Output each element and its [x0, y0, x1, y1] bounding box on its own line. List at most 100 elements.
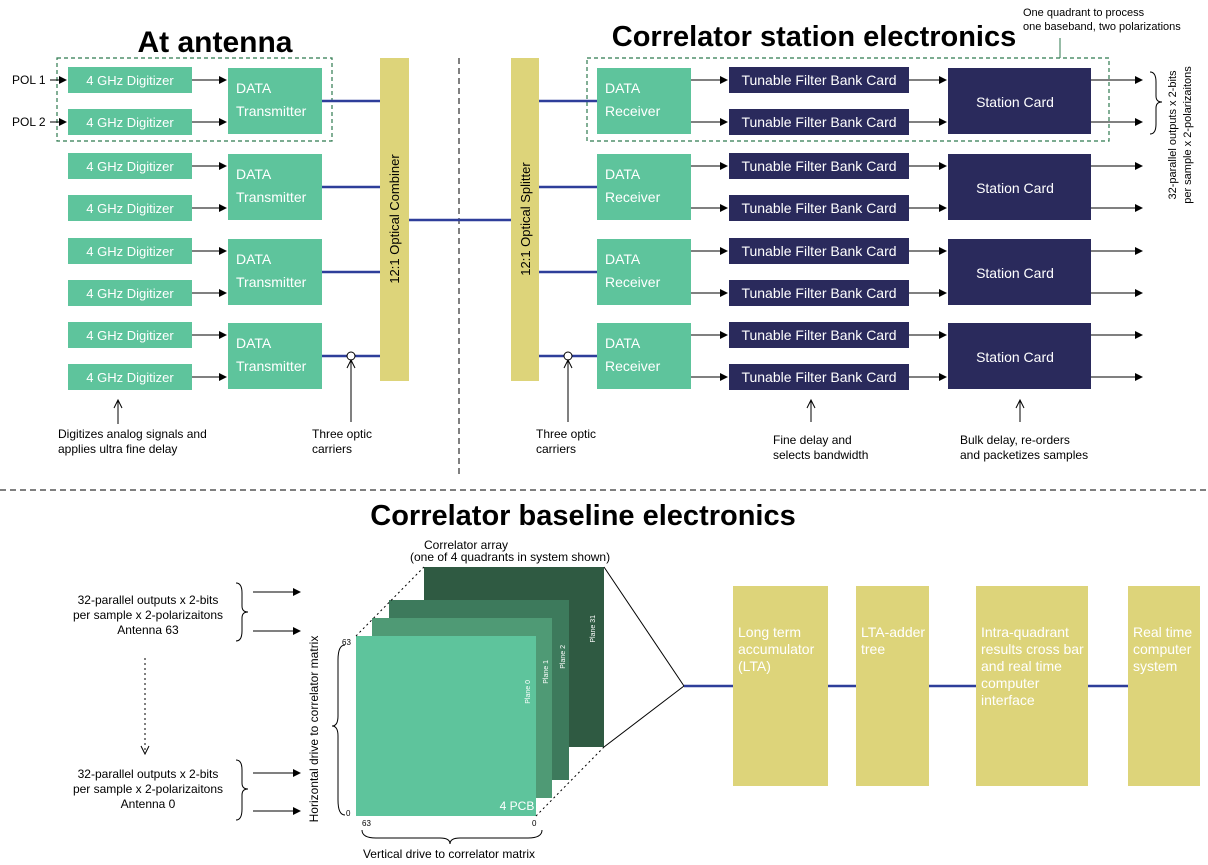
digitizer-label-3-1: 4 GHz Digitizer: [86, 370, 174, 385]
title-station-electronics: Correlator station electronics: [612, 21, 1017, 53]
station-card-label-3: Station Card: [976, 349, 1054, 365]
quadrant-box-antenna: [56, 57, 333, 142]
transmitter-data-label-2: DATA: [236, 251, 272, 267]
filter-bank-2-0: [729, 238, 909, 264]
quadrant-note-line-0: One quadrant to process: [1023, 7, 1145, 19]
digitizer-2-1: [68, 280, 192, 306]
optic-carrier-note-right-line-0: Three optic: [536, 427, 596, 441]
data-transmitter-2: [228, 239, 322, 305]
filter-bank-label-2-0: Tunable Filter Bank Card: [741, 243, 896, 259]
filter-bank-label-2-1: Tunable Filter Bank Card: [741, 285, 896, 301]
correlator-plane-3: [356, 636, 536, 816]
pipeline-stage-0: [733, 586, 828, 786]
data-transmitter-1: [228, 154, 322, 220]
station-card-3: [948, 323, 1091, 389]
optic-carrier-note-left-line-1: carriers: [312, 442, 352, 456]
pipeline-stage-2-line-4: interface: [981, 692, 1035, 708]
digitizer-1-0: [68, 153, 192, 179]
optical-splitter-label: 12:1 Optical Splitter: [518, 162, 533, 276]
output-brace: [1149, 71, 1163, 135]
digitizer-3-1: [68, 364, 192, 390]
digitizer-label-0-0: 4 GHz Digitizer: [86, 73, 174, 88]
tick-left-top: 63: [342, 638, 351, 647]
pipeline-stage-3-line-2: system: [1133, 658, 1177, 674]
plane-label-31: Plane 31: [590, 615, 597, 643]
data-transmitter-3: [228, 323, 322, 389]
filter-bank-label-3-1: Tunable Filter Bank Card: [741, 369, 896, 385]
baseline-input-bottom-line-2: Antenna 0: [121, 797, 176, 811]
filter-bank-1-0: [729, 153, 909, 179]
fine-delay-note-line-0: Fine delay and: [773, 433, 852, 447]
title-baseline-electronics: Correlator baseline electronics: [370, 500, 796, 532]
tick-left-bottom: 0: [346, 809, 351, 818]
digitizes-note-line-1: applies ultra fine delay: [58, 442, 177, 456]
digitizer-0-1: [68, 109, 192, 135]
array-label-1: (one of 4 quadrants in system shown): [410, 550, 610, 564]
digitizes-note-line-0: Digitizes analog signals and: [58, 427, 207, 441]
receiver-data-label-3: DATA: [605, 335, 641, 351]
transmitter-label-0: Transmitter: [236, 103, 307, 119]
pcb-label: 4 PCB: [500, 799, 535, 813]
pipeline-stage-0-line-2: (LTA): [738, 658, 771, 674]
station-card-2: [948, 239, 1091, 305]
filter-bank-label-0-1: Tunable Filter Bank Card: [741, 114, 896, 130]
antenna-ellipsis-arrowhead: [140, 745, 150, 756]
transmitter-data-label-3: DATA: [236, 335, 272, 351]
fine-delay-note-line-1: selects bandwidth: [773, 448, 868, 462]
plane-label-0: Plane 0: [525, 680, 532, 704]
baseline-input-top-line-2: Antenna 63: [117, 623, 179, 637]
filter-bank-0-1: [729, 109, 909, 135]
filter-bank-2-1: [729, 280, 909, 306]
pipeline-stage-2-line-2: and real time: [981, 658, 1062, 674]
plane-perspective-edge-top: [355, 566, 425, 637]
plane-label-2: Plane 2: [560, 645, 567, 669]
station-card-label-0: Station Card: [976, 94, 1054, 110]
digitizer-label-3-0: 4 GHz Digitizer: [86, 328, 174, 343]
fan-line-top: [603, 566, 685, 687]
optic-carrier-note-right-line-1: carriers: [536, 442, 576, 456]
pipeline-stage-3: [1128, 586, 1200, 786]
bulk-delay-arrowhead: [1015, 398, 1025, 409]
pipeline-stage-3-line-1: computer: [1133, 641, 1192, 657]
digitizer-1-1: [68, 195, 192, 221]
filter-bank-3-1: [729, 364, 909, 390]
array-label-0: Correlator array: [424, 538, 508, 552]
baseline-input-bottom-line-1: per sample x 2-polarizaitons: [73, 782, 223, 796]
station-card-1: [948, 154, 1091, 220]
transmitter-label-1: Transmitter: [236, 189, 307, 205]
tick-bottom-right: 0: [532, 819, 537, 828]
station-card-0: [948, 68, 1091, 134]
pipeline-stage-0-line-0: Long term: [738, 624, 801, 640]
optical-splitter: [511, 58, 539, 381]
digitizer-2-0: [68, 238, 192, 264]
bulk-delay-note-line-0: Bulk delay, re-orders: [960, 433, 1070, 447]
filter-bank-1-1: [729, 195, 909, 221]
bulk-delay-note-line-1: and packetizes samples: [960, 448, 1088, 462]
receiver-data-label-1: DATA: [605, 166, 641, 182]
horizontal-drive-brace: [331, 644, 346, 816]
digitizer-label-2-0: 4 GHz Digitizer: [86, 244, 174, 259]
optic-carrier-marker-right: [563, 351, 573, 361]
station-card-label-1: Station Card: [976, 180, 1054, 196]
data-receiver-0: [597, 68, 691, 134]
fine-delay-arrowhead: [806, 398, 816, 409]
filter-bank-0-0: [729, 67, 909, 93]
filter-bank-3-0: [729, 322, 909, 348]
digitizer-label-2-1: 4 GHz Digitizer: [86, 286, 174, 301]
digitizer-label-0-1: 4 GHz Digitizer: [86, 115, 174, 130]
pipeline-stage-0-line-1: accumulator: [738, 641, 815, 657]
pipeline-stage-2-line-0: Intra-quadrant: [981, 624, 1069, 640]
pipeline-stage-2-line-1: results cross bar: [981, 641, 1084, 657]
baseline-input-top-line-1: per sample x 2-polarizaitons: [73, 608, 223, 622]
receiver-data-label-0: DATA: [605, 80, 641, 96]
vertical-drive-brace: [361, 829, 543, 845]
quadrant-box-station: [586, 57, 1110, 142]
data-receiver-2: [597, 239, 691, 305]
data-receiver-3: [597, 323, 691, 389]
outputs-note-vertical-0: 32-parallel outputs x 2-bits: [1167, 70, 1179, 200]
title-at-antenna: At antenna: [137, 26, 292, 59]
digitizer-label-1-1: 4 GHz Digitizer: [86, 201, 174, 216]
optical-combiner-label: 12:1 Optical Combiner: [387, 154, 402, 284]
fan-line-bottom: [603, 685, 685, 748]
receiver-data-label-2: DATA: [605, 251, 641, 267]
